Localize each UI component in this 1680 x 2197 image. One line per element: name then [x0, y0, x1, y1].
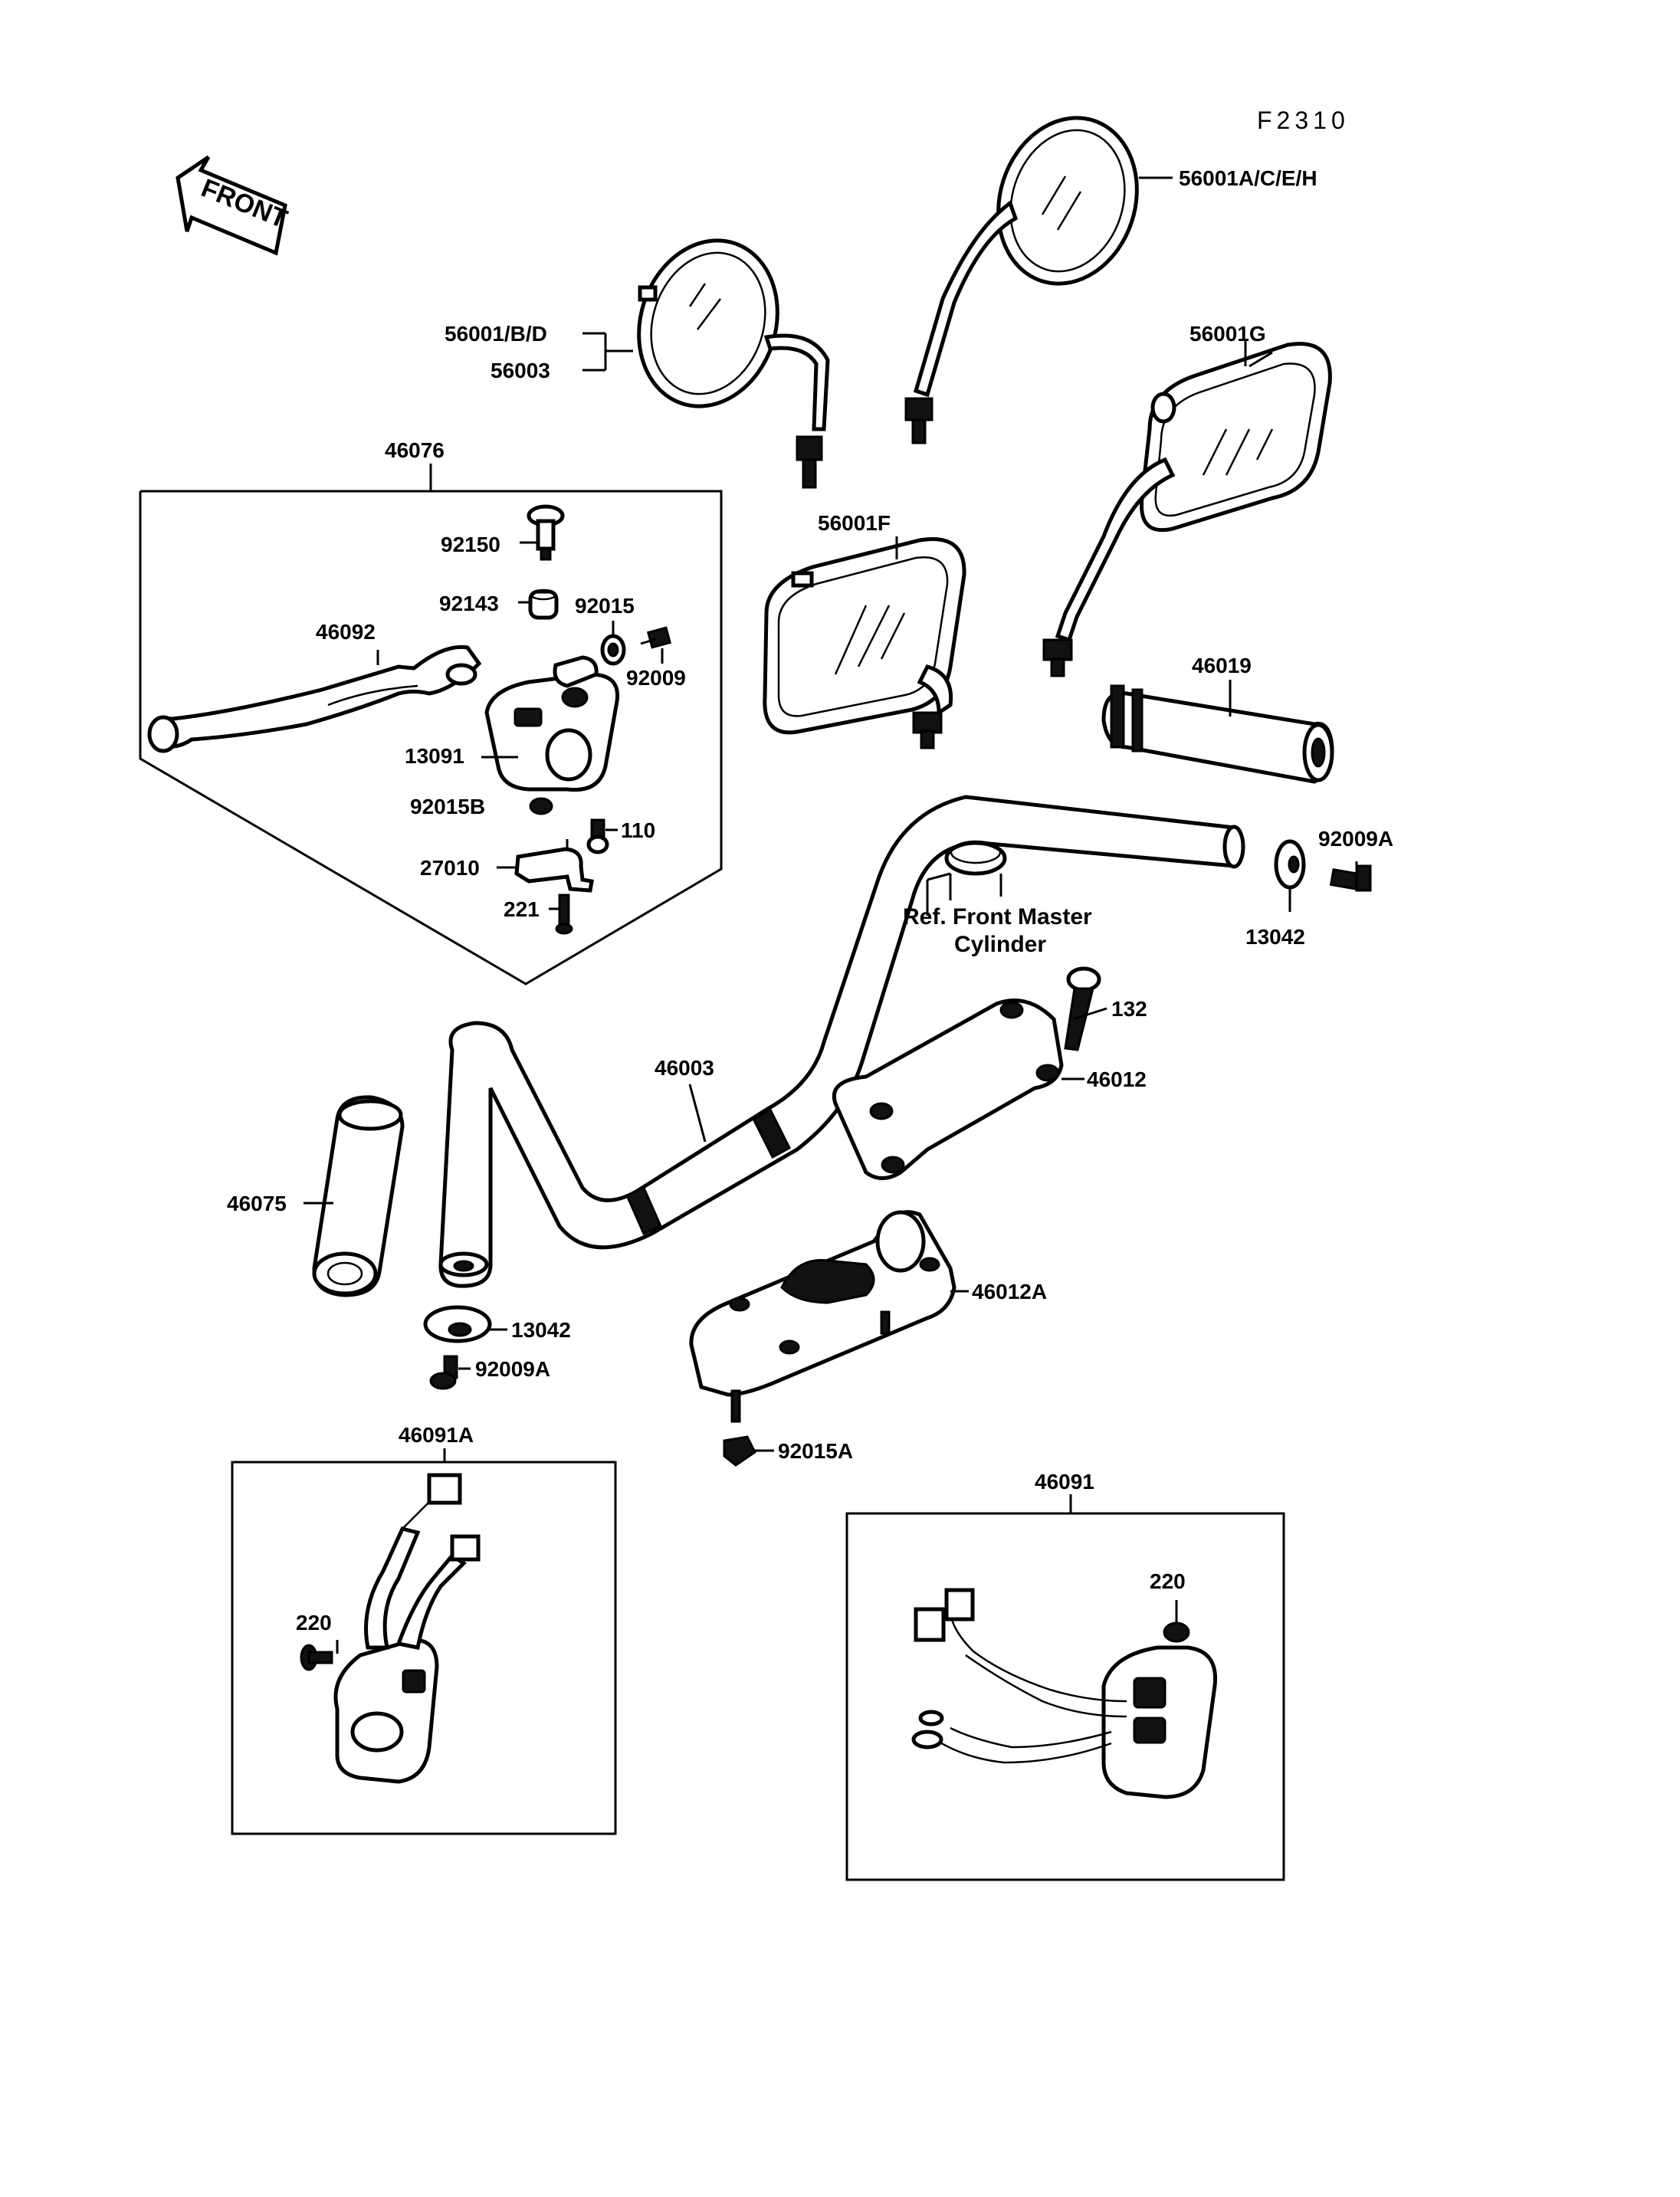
left-switch-46091a — [333, 1473, 481, 1784]
label-92015: 92015 — [575, 594, 635, 618]
label-56001ACEH: 56001A/C/E/H — [1179, 166, 1317, 190]
right-switch-46091 — [911, 1588, 1218, 1799]
handlebar-holder-46012a — [689, 1210, 956, 1423]
label-46019: 46019 — [1192, 654, 1252, 677]
screw-92009a-left — [429, 1355, 458, 1390]
weight-13042-right — [1274, 839, 1306, 912]
screw-110 — [586, 818, 609, 854]
label-13042-right: 13042 — [1245, 925, 1305, 949]
screw-221 — [555, 894, 573, 935]
label-221: 221 — [504, 897, 540, 921]
label-56003: 56003 — [491, 359, 550, 382]
master-cylinder-clamp — [944, 840, 1007, 900]
figure-code: F2310 — [1257, 107, 1350, 134]
label-92143: 92143 — [439, 592, 499, 615]
label-92009A-right: 92009A — [1318, 827, 1393, 851]
clutch-lever-46092 — [147, 644, 482, 753]
label-46076: 46076 — [385, 438, 445, 462]
label-56001F: 56001F — [818, 511, 891, 535]
screw-92009a-right — [1329, 861, 1372, 892]
switch-27010 — [514, 839, 594, 893]
label-92015A: 92015A — [778, 1439, 853, 1463]
label-46092: 46092 — [316, 620, 376, 644]
rect-mirror-g — [1042, 342, 1332, 677]
left-switch-kit-outline — [231, 1461, 617, 1835]
label-92015B: 92015B — [410, 795, 485, 818]
round-mirror-left — [637, 238, 830, 489]
front-arrow-icon: FRONT — [176, 155, 291, 256]
label-46012A: 46012A — [972, 1280, 1047, 1303]
pin-92150 — [527, 504, 565, 561]
grip-left-46075 — [312, 1095, 405, 1297]
screw-220-right — [1163, 1622, 1190, 1643]
label-92009: 92009 — [626, 666, 686, 690]
nut-92015b — [529, 797, 553, 815]
weight-13042-left — [423, 1305, 492, 1343]
label-46091: 46091 — [1035, 1470, 1094, 1494]
reference-note-line2: Cylinder — [954, 932, 1046, 957]
label-13042-left: 13042 — [511, 1318, 571, 1342]
label-56001BD: 56001/B/D — [445, 322, 547, 346]
handlebar-holder-46012 — [832, 998, 1064, 1180]
right-switch-kit-outline — [845, 1512, 1285, 1881]
label-46091A: 46091A — [399, 1423, 474, 1447]
label-92009A-left: 92009A — [475, 1357, 550, 1381]
clutch-lever-kit-outline — [139, 490, 723, 985]
label-92150: 92150 — [441, 533, 500, 556]
label-56001G: 56001G — [1189, 322, 1266, 346]
screw-220-left — [300, 1644, 333, 1671]
reference-note-line1: Ref. Front Master — [903, 904, 1092, 930]
lever-holder-13091 — [484, 655, 620, 792]
rect-mirror-f — [763, 537, 966, 749]
label-13091: 13091 — [405, 744, 464, 768]
grip-right-46019 — [1101, 684, 1334, 784]
label-46075: 46075 — [227, 1192, 287, 1215]
label-46003: 46003 — [655, 1056, 714, 1080]
label-46012: 46012 — [1087, 1067, 1147, 1091]
label-132: 132 — [1111, 997, 1147, 1021]
collar-92143 — [528, 589, 559, 620]
nut-92015a — [723, 1435, 756, 1467]
label-27010: 27010 — [420, 856, 480, 880]
round-mirror-right — [904, 116, 1139, 444]
label-110: 110 — [621, 818, 655, 842]
label-220-right: 220 — [1150, 1569, 1186, 1593]
label-220-left: 220 — [296, 1611, 332, 1635]
screw-92009 — [640, 626, 672, 649]
nut-92015 — [600, 634, 626, 666]
bolt-132 — [1064, 966, 1101, 1051]
